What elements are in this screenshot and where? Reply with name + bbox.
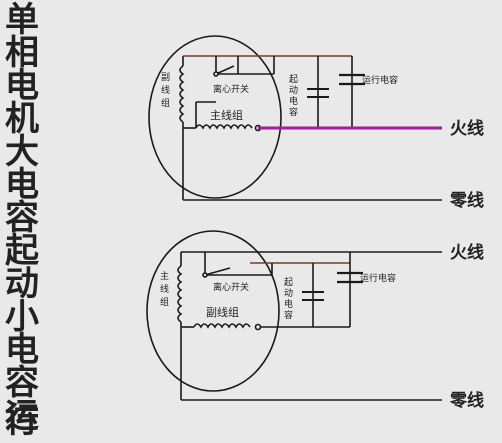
vertical-title: 单 相 电 机 大 电 容 起 动 小 电 容 运 — [0, 0, 44, 436]
top-aux-winding-label: 副 — [161, 72, 170, 83]
bottom-aux-winding-label: 副线组 — [206, 305, 239, 319]
bottom-start-cap-label: 电 — [284, 298, 293, 310]
top-aux-winding-label: 组 — [161, 97, 170, 109]
bottom-start-cap-label: 起 — [284, 277, 293, 288]
top-neutral-label: 零线 — [449, 190, 484, 211]
bottom-main-winding-label: 组 — [160, 296, 169, 308]
title-char: 容 — [5, 198, 39, 238]
title-char: 容 — [5, 363, 39, 403]
bottom-main-coil — [177, 265, 183, 323]
bottom-motor-circle — [146, 230, 280, 392]
bottom-circuit — [146, 230, 442, 401]
title-char: 电 — [5, 330, 39, 370]
top-terminal — [213, 71, 219, 77]
top-start-cap-label: 起 — [289, 74, 298, 85]
bottom-switch-contact — [204, 267, 231, 276]
top-circuit — [148, 35, 442, 201]
top-run-cap-label: 运行电容 — [362, 74, 398, 86]
bottom-terminal — [202, 272, 208, 278]
title-char: 起 — [5, 231, 39, 271]
top-aux-coil — [179, 65, 185, 123]
title-char: 机 — [5, 99, 39, 139]
title-char: 运 — [5, 396, 39, 436]
bottom-switch-label: 离心开关 — [213, 281, 249, 293]
top-start-cap-label: 容 — [289, 106, 298, 118]
bottom-start-cap-label: 容 — [284, 309, 293, 321]
title-char: 相 — [5, 33, 39, 73]
top-start-cap-label: 动 — [289, 85, 298, 96]
top-main-coil — [195, 124, 253, 130]
bottom-main-winding-label: 线 — [160, 283, 169, 295]
bottom-main-winding-label: 主 — [160, 270, 169, 282]
title-char: 电 — [5, 66, 39, 106]
top-switch-label: 离心开关 — [213, 83, 249, 95]
title-char: 单 — [5, 0, 39, 40]
title-char: 电 — [5, 165, 39, 205]
bottom-live-label: 火线 — [450, 242, 484, 263]
top-aux-winding-label: 线 — [161, 84, 170, 96]
top-switch-contact — [215, 65, 235, 75]
bottom-neutral-label: 零线 — [449, 390, 484, 411]
title-char: 小 — [5, 297, 39, 337]
top-motor-circle — [148, 35, 282, 199]
bottom-run-cap-label: 运行电容 — [360, 272, 396, 284]
bottom-terminal — [254, 323, 262, 331]
top-live-label: 火线 — [450, 118, 484, 139]
top-start-cap-label: 电 — [289, 95, 298, 107]
title-char: 行 — [5, 401, 39, 441]
title-char: 动 — [5, 264, 39, 304]
bottom-aux-coil — [193, 323, 251, 329]
top-main-winding-label: 主线组 — [210, 108, 243, 122]
bottom-start-cap-label: 动 — [284, 288, 293, 299]
title-char: 大 — [5, 132, 39, 172]
